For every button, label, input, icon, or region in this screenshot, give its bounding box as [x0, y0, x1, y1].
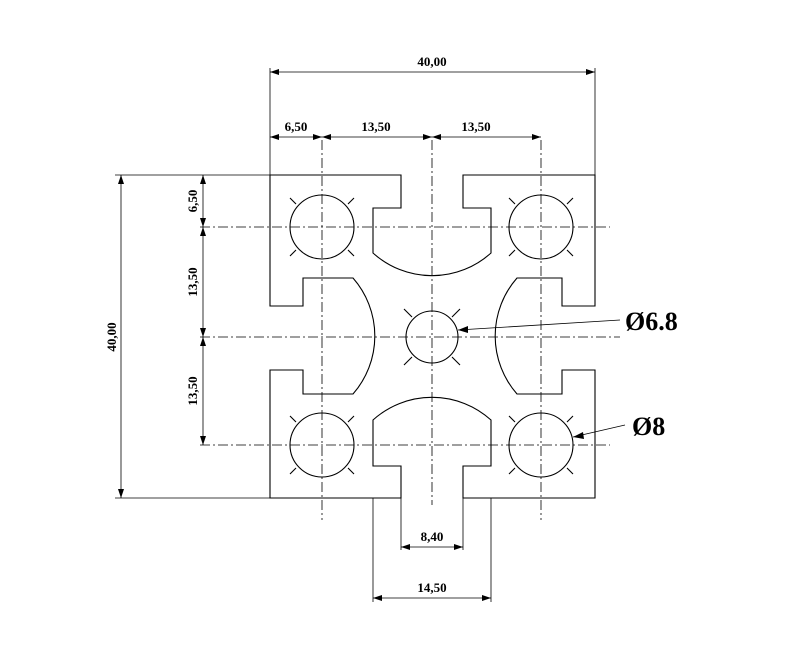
dim-top-edge-to-hole: 6,50 [185, 190, 200, 213]
dim-hole-to-center-upper: 13,50 [185, 267, 200, 296]
callout-center-bore: Ø6.8 [625, 307, 678, 336]
callout-corner-bore: Ø8 [632, 412, 665, 441]
center-hole [405, 310, 459, 364]
dim-hole-to-center-right: 13,50 [461, 119, 490, 134]
dim-overall-width: 40,00 [417, 54, 446, 69]
corner-top-left [269, 174, 596, 499]
dim-left-edge-to-hole: 6,50 [285, 119, 308, 134]
center-lines [200, 140, 620, 520]
profile-outline [269, 174, 596, 499]
dim-hole-to-center-left: 13,50 [361, 119, 390, 134]
extension-lines [115, 68, 596, 602]
dim-slot-opening: 8,40 [421, 529, 444, 544]
dim-hole-to-center-lower: 13,50 [185, 376, 200, 405]
hole-keys [289, 197, 574, 475]
dim-overall-height: 40,00 [104, 322, 119, 351]
arrowheads [118, 69, 595, 601]
dim-slot-width: 14,50 [417, 580, 446, 595]
